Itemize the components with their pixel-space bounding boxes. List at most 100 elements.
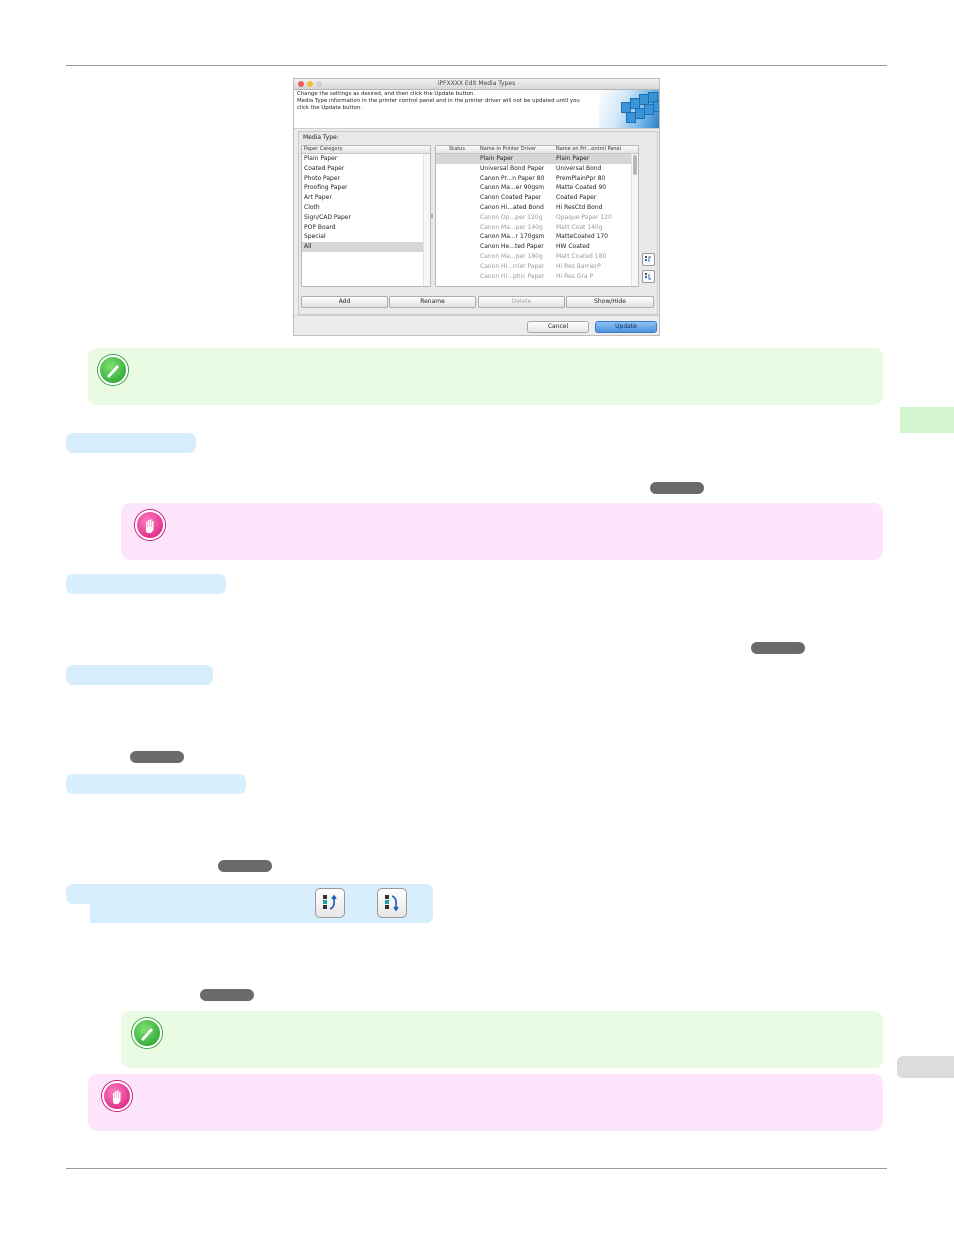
media-type-row[interactable]: Canon Hi...ated Bond Hi ResCtd Bond xyxy=(436,203,638,213)
index-side-tab[interactable] xyxy=(897,1056,954,1078)
zoom-window-button[interactable] xyxy=(316,81,322,87)
media-type-list[interactable]: Status Name in Printer Driver Name on Pr… xyxy=(435,145,639,287)
move-up-icon xyxy=(645,256,651,262)
panel-name-cell: Hi Res Gra P xyxy=(556,272,594,280)
panel-name-cell: Opaque Paper 120 xyxy=(556,213,612,221)
driver-name-cell: Canon Ma...per 140g xyxy=(480,223,543,231)
media-type-row[interactable]: Universal Bond Paper Universal Bond xyxy=(436,164,638,174)
panel-name-cell: Matt Coated 180 xyxy=(556,252,607,260)
instruction-line: Media Type information in the printer co… xyxy=(297,98,580,104)
instruction-line: Change the settings as desired, and then… xyxy=(297,91,476,97)
close-window-button[interactable] xyxy=(298,81,304,87)
hand-stop-icon xyxy=(102,1081,132,1111)
media-type-row[interactable]: Canon Pr...n Paper 80 PremPlainPpr 80 xyxy=(436,174,638,184)
media-list-scroll-thumb[interactable] xyxy=(633,155,637,175)
paper-category-header: Paper Category xyxy=(302,146,430,154)
chapter-side-tab[interactable] xyxy=(900,407,954,433)
instruction-line: click the Update button. xyxy=(297,105,363,111)
paper-category-item[interactable]: Coated Paper xyxy=(304,164,345,172)
driver-name-column-header: Name in Printer Driver xyxy=(480,146,537,152)
minimize-window-button[interactable] xyxy=(307,81,313,87)
pencil-icon xyxy=(98,355,128,385)
media-type-row[interactable]: Canon Ma...per 180g Matt Coated 180 xyxy=(436,252,638,262)
paper-category-item[interactable]: Cloth xyxy=(304,203,320,211)
delete-button[interactable]: Delete xyxy=(478,296,565,308)
media-type-row[interactable]: Canon Ma...er 90gsm Matte Coated 90 xyxy=(436,183,638,193)
paper-category-item[interactable]: Art Paper xyxy=(304,194,332,202)
media-type-row[interactable]: Plain Paper Plain Paper xyxy=(436,154,638,164)
add-button[interactable]: Add xyxy=(301,296,388,308)
move-down-icon xyxy=(645,273,651,280)
show-hide-button[interactable]: Show/Hide xyxy=(566,296,654,308)
media-type-label: Media Type: xyxy=(303,134,339,141)
media-list-scrollbar[interactable] xyxy=(631,154,638,286)
panel-name-cell: Coated Paper xyxy=(556,194,597,202)
paper-category-item[interactable]: All xyxy=(302,242,430,252)
panel-name-cell: Hi Res BarrierP xyxy=(556,262,601,270)
driver-name-cell: Canon Ma...er 90gsm xyxy=(480,184,545,192)
instruction-banner: Change the settings as desired, and then… xyxy=(294,90,659,129)
media-type-row[interactable]: Canon Hi...phic Paper Hi Res Gra P xyxy=(436,272,638,282)
driver-name-cell: Canon Ma...per 180g xyxy=(480,252,543,260)
driver-name-cell: Plain Paper xyxy=(480,155,514,162)
driver-name-cell: Canon He...ted Paper xyxy=(480,243,544,251)
paper-category-item[interactable]: Plain Paper xyxy=(304,155,338,162)
driver-name-cell: Canon Ma...r 170gsm xyxy=(480,233,545,241)
media-type-row[interactable]: Canon Ma...per 140g Matt Coat 140g xyxy=(436,223,638,233)
pencil-icon xyxy=(132,1018,162,1048)
paper-category-item[interactable]: Special xyxy=(304,233,326,241)
edit-media-types-dialog: iPFXXXX Edit Media Types Change the sett… xyxy=(293,78,660,336)
driver-name-cell: Canon Hi...ated Bond xyxy=(480,203,544,211)
note-box xyxy=(121,1011,883,1068)
panel-name-cell: Universal Bond xyxy=(556,164,602,172)
panel-name-cell: Matt Coat 140g xyxy=(556,223,603,231)
section-heading xyxy=(66,574,226,594)
media-type-row[interactable]: Canon He...ted Paper HW Coated xyxy=(436,242,638,252)
driver-name-cell: Canon Hi...phic Paper xyxy=(480,272,545,280)
driver-name-cell: Canon Pr...n Paper 80 xyxy=(480,174,545,182)
reference-badge[interactable] xyxy=(650,482,704,494)
update-button[interactable]: Update xyxy=(595,321,657,333)
move-down-button[interactable] xyxy=(642,270,655,283)
move-up-icon xyxy=(315,888,345,918)
media-type-row[interactable]: Canon Op...per 120g Opaque Paper 120 xyxy=(436,213,638,223)
panel-name-column-header: Name on Pri...ontrol Panel xyxy=(556,146,621,152)
rename-button[interactable]: Rename xyxy=(389,296,476,308)
status-column-header: Status xyxy=(449,146,465,152)
paper-category-item[interactable]: Photo Paper xyxy=(304,174,341,182)
media-stack-illustration xyxy=(599,90,659,128)
category-scrollbar[interactable] xyxy=(423,154,430,286)
panel-name-cell: Plain Paper xyxy=(556,155,590,162)
section-heading xyxy=(66,665,213,685)
cancel-button[interactable]: Cancel xyxy=(527,321,589,333)
panel-name-cell: Hi ResCtd Bond xyxy=(556,203,603,211)
dialog-title: iPFXXXX Edit Media Types xyxy=(437,80,516,87)
section-heading xyxy=(66,774,246,794)
important-box xyxy=(121,503,883,560)
move-up-button[interactable] xyxy=(642,253,655,266)
paper-category-item[interactable]: Proofing Paper xyxy=(304,184,348,192)
section-heading-extension xyxy=(90,900,433,923)
top-rule xyxy=(66,65,887,66)
reference-badge[interactable] xyxy=(751,642,805,654)
panel-name-cell: PremPlainPpr 80 xyxy=(556,174,606,182)
paper-category-item[interactable]: Sign/CAD Paper xyxy=(304,213,351,221)
reference-badge[interactable] xyxy=(200,989,254,1001)
splitter-handle[interactable] xyxy=(431,214,433,218)
panel-name-cell: HW Coated xyxy=(556,243,590,251)
reference-badge[interactable] xyxy=(218,860,272,872)
media-type-row[interactable]: Canon Ma...r 170gsm MatteCoated 170 xyxy=(436,232,638,242)
reference-badge[interactable] xyxy=(130,751,184,763)
note-box xyxy=(88,348,883,405)
driver-name-cell: Canon Op...per 120g xyxy=(480,213,543,221)
dialog-titlebar: iPFXXXX Edit Media Types xyxy=(294,79,659,90)
panel-name-cell: Matte Coated 90 xyxy=(556,184,607,192)
paper-category-item[interactable]: POP Board xyxy=(304,223,336,231)
driver-name-cell: Universal Bond Paper xyxy=(480,164,545,172)
panel-name-cell: MatteCoated 170 xyxy=(556,233,608,241)
important-box xyxy=(88,1074,883,1131)
